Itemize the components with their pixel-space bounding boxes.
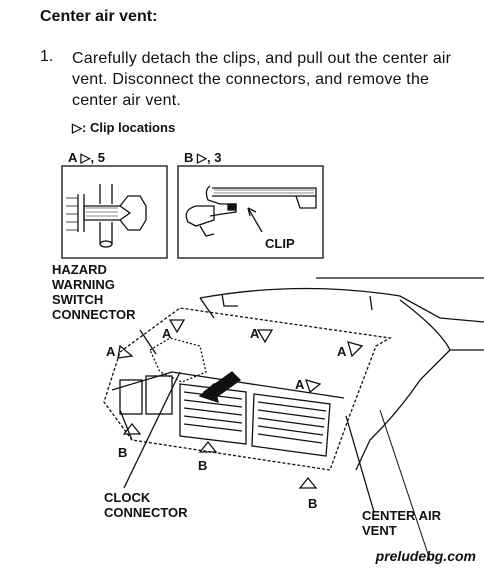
marker-b: B — [118, 445, 128, 460]
marker-a: A — [162, 326, 172, 341]
marker-a: A — [106, 344, 116, 359]
marker-a: A — [250, 326, 260, 341]
marker-a: A — [295, 377, 305, 392]
marker-a: A — [337, 344, 347, 359]
detail-b-label: B ▷, 3 — [184, 150, 222, 165]
detail-b-frame — [177, 165, 324, 259]
hazard-connector-label: HAZARD WARNING SWITCH CONNECTOR — [52, 262, 136, 322]
detail-a-label: A ▷, 5 — [68, 150, 105, 165]
step-number: 1. — [40, 48, 54, 65]
clock-connector-label: CLOCK CONNECTOR — [104, 490, 188, 520]
marker-b: B — [308, 496, 318, 511]
clip-label: CLIP — [265, 236, 295, 251]
clip-locations-note: ▷: Clip locations — [72, 120, 176, 135]
marker-b: B — [198, 458, 208, 473]
section-title: Center air vent: — [40, 8, 158, 25]
step-instruction: Carefully detach the clips, and pull out… — [72, 50, 452, 109]
center-air-vent-label: CENTER AIR VENT — [362, 508, 441, 538]
watermark: preludebg.com — [375, 548, 476, 564]
detail-a-frame — [61, 165, 168, 259]
